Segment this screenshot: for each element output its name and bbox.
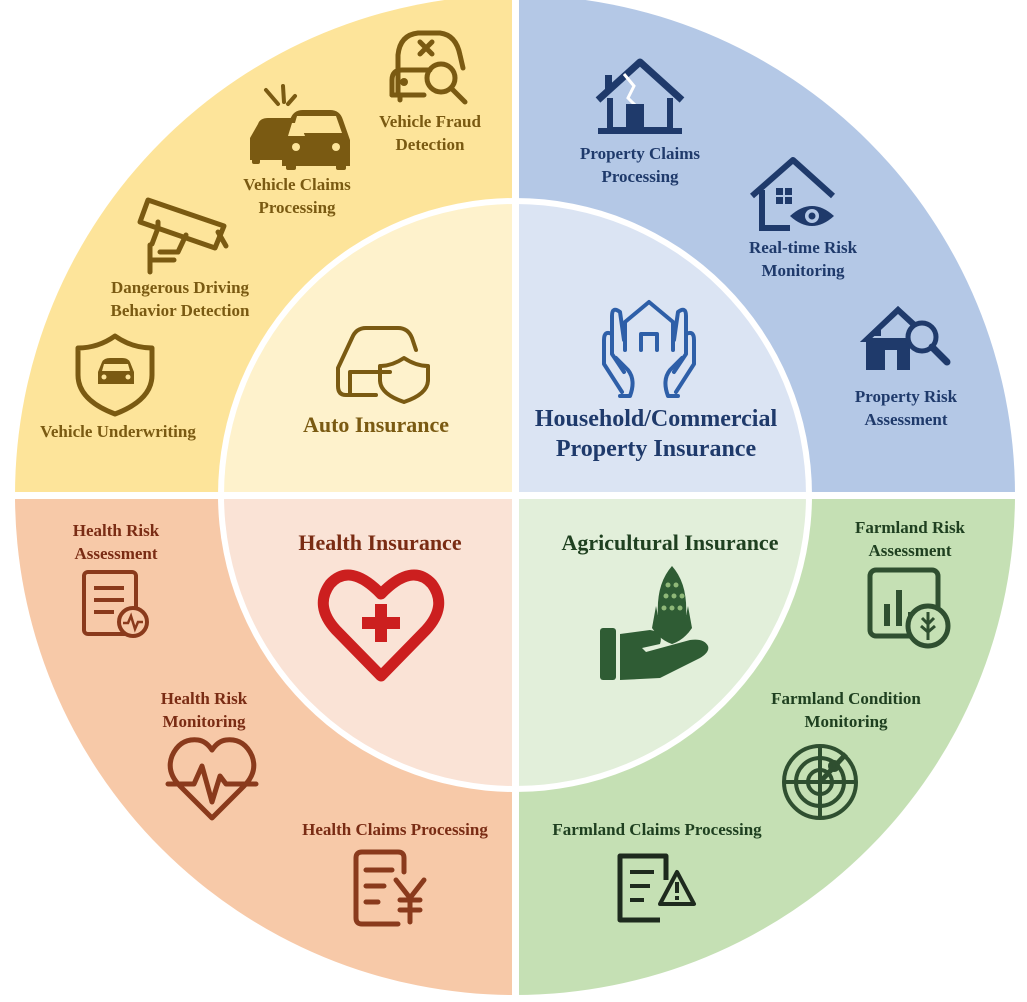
agricultural-insurance-title: Agricultural Insurance	[561, 530, 779, 555]
medical-report-icon	[82, 570, 149, 638]
broken-house-icon	[595, 58, 685, 134]
heartbeat-icon	[165, 737, 259, 821]
car-search-icon	[389, 30, 468, 105]
radar-icon	[782, 744, 858, 820]
health-claims-processing-label: Health Claims Processing	[302, 820, 488, 839]
car-crash-icon	[250, 84, 350, 170]
dangerous-driving-label: Dangerous Driving Behavior Detection	[110, 278, 250, 320]
health-risk-assessment-label: Health Risk Assessment	[72, 521, 160, 563]
crop-chart-icon	[867, 567, 951, 649]
realtime-risk-monitoring-label: Real-time Risk Monitoring	[748, 238, 858, 280]
car-shield-icon	[75, 333, 155, 417]
health-risk-monitoring-label: Health Risk Monitoring	[160, 689, 248, 731]
vehicle-underwriting-label: Vehicle Underwriting	[40, 422, 196, 441]
auto-insurance-title: Auto Insurance	[302, 412, 450, 437]
vehicle-claims-processing-label: Vehicle Claims Processing	[243, 175, 351, 217]
hand-corn-icon	[600, 566, 709, 680]
property-risk-assessment-label: Property Risk Assessment	[854, 387, 958, 429]
property-inner-quadrant	[515, 204, 806, 495]
horizontal-divider	[0, 492, 1027, 499]
vehicle-fraud-detection-label: Vehicle Fraud Detection	[379, 112, 481, 154]
surveillance-camera-icon	[137, 197, 229, 275]
warning-document-icon	[617, 853, 696, 923]
property-insurance-title: Household/Commercial Property Insurance	[534, 406, 778, 462]
house-search-icon	[860, 306, 951, 370]
farmland-risk-assessment-label: Farmland Risk Assessment	[854, 518, 966, 560]
health-inner-quadrant	[224, 495, 515, 786]
yen-document-icon	[353, 849, 427, 927]
car-shield-outline-icon	[336, 326, 430, 404]
health-insurance-title: Health Insurance	[298, 530, 462, 555]
vertical-divider	[512, 0, 519, 1002]
farmland-claims-processing-label: Farmland Claims Processing	[552, 820, 762, 839]
property-claims-processing-label: Property Claims Processing	[579, 144, 701, 186]
house-eye-icon	[750, 157, 836, 231]
hands-house-icon	[602, 300, 696, 398]
farmland-condition-monitoring-label: Farmland Condition Monitoring	[771, 689, 921, 731]
auto-inner-quadrant	[224, 204, 515, 495]
heart-plus-icon	[317, 569, 445, 682]
